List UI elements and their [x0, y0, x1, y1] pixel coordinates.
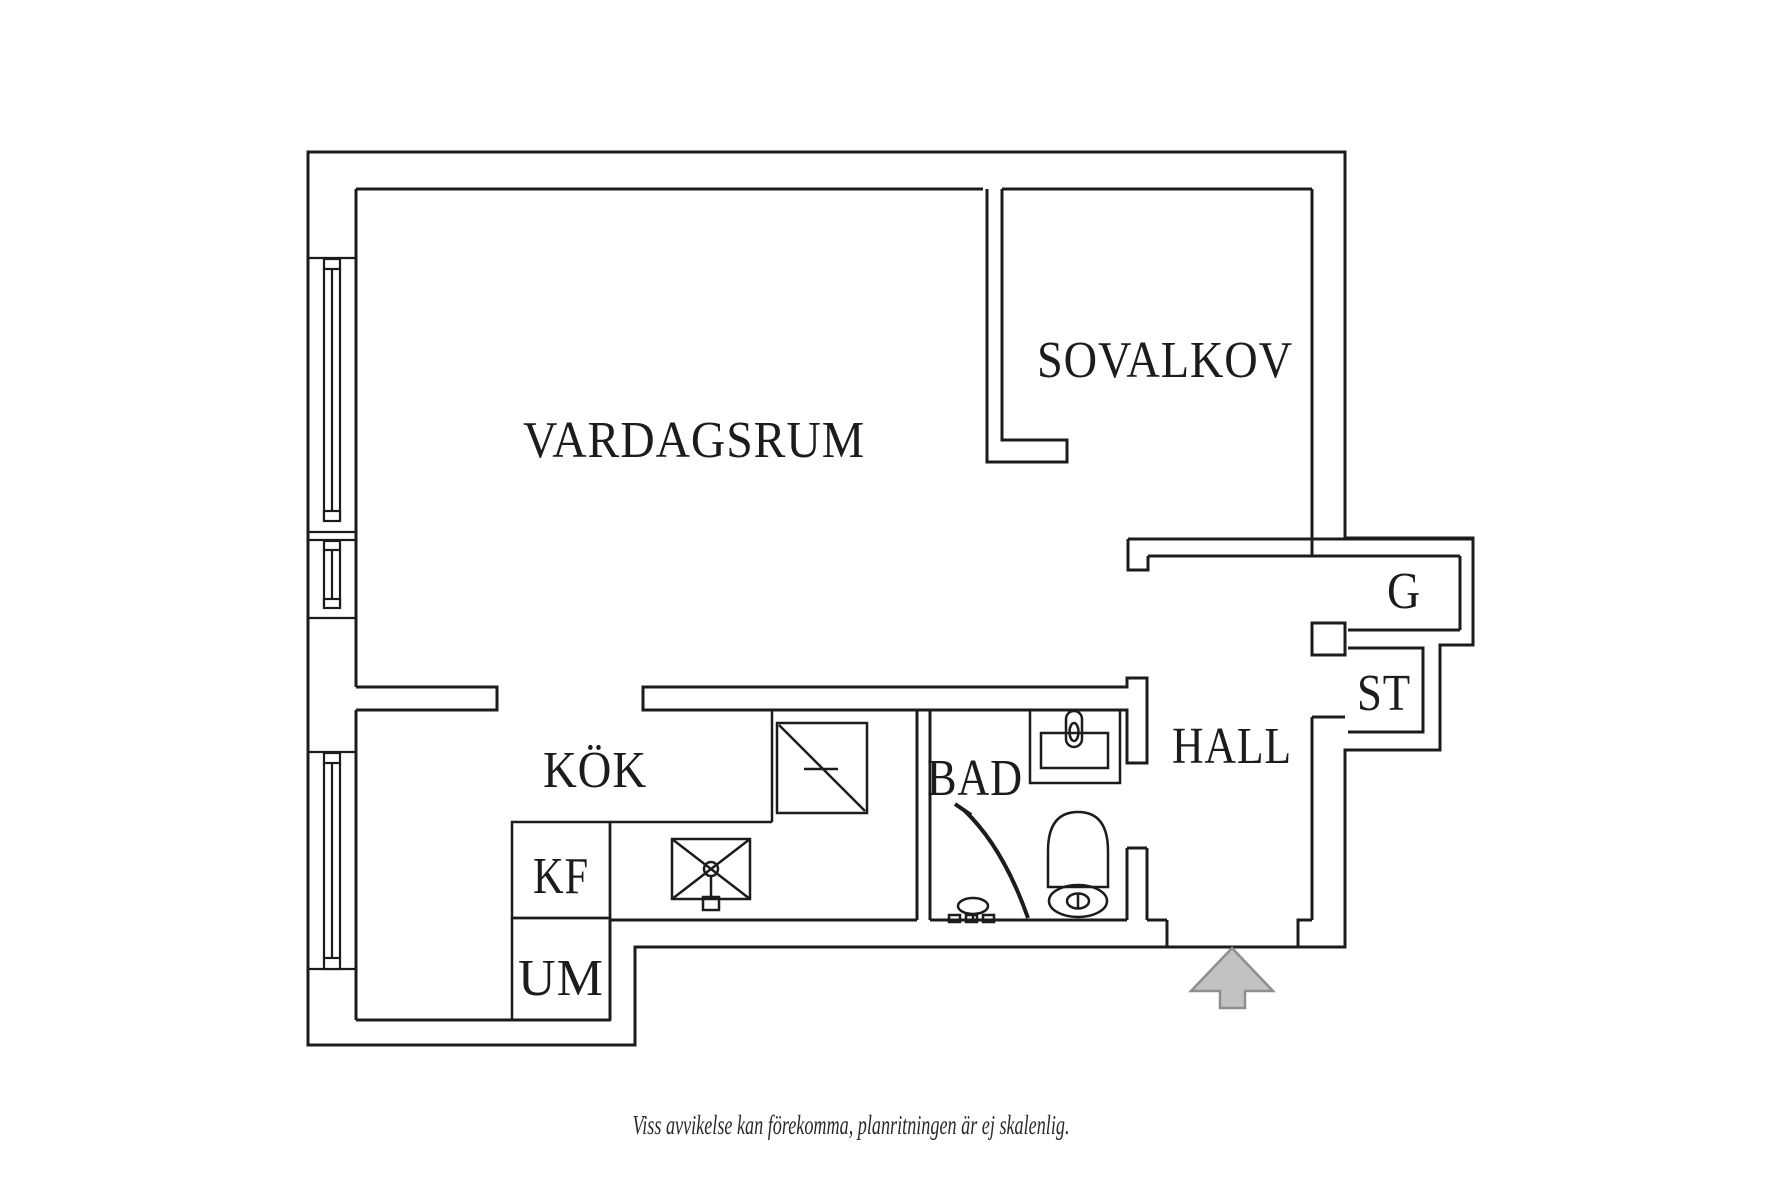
room-label-kf: KF	[533, 848, 589, 905]
room-label-hall: HALL	[1172, 718, 1292, 775]
door-jamb-block	[1310, 621, 1347, 657]
window-frame-lines	[308, 256, 356, 971]
room-label-st: ST	[1357, 665, 1411, 722]
room-label-kok: KÖK	[543, 742, 647, 799]
bathroom-fixtures	[947, 709, 1122, 924]
room-label-vardagsrum: VARDAGSRUM	[523, 412, 865, 469]
room-label-bad: BAD	[927, 750, 1023, 807]
shower-curtain-icon	[953, 802, 1030, 919]
kitchen-cabinet-icon	[775, 721, 869, 815]
outer-wall-outline	[306, 150, 1475, 1047]
windows	[308, 256, 356, 971]
inner-wall-lines	[354, 187, 1473, 1022]
room-label-sovalkov: SOVALKOV	[1037, 332, 1293, 389]
kitchen-fixtures	[510, 710, 869, 1022]
entrance-arrow-icon	[1188, 946, 1276, 1010]
floor-drain-icon	[947, 896, 996, 924]
disclaimer-text: Viss avvikelse kan förekomma, planritnin…	[633, 1110, 1070, 1140]
room-labels: VARDAGSRUM SOVALKOV KÖK BAD HALL G ST KF…	[518, 332, 1421, 1007]
room-label-um: UM	[518, 950, 604, 1007]
walls	[306, 150, 1475, 1047]
room-label-g: G	[1387, 563, 1421, 620]
window-sill-icon	[322, 257, 342, 971]
toilet-icon	[1046, 810, 1110, 919]
kitchen-sink-icon	[670, 837, 752, 912]
oven-micro-box	[510, 916, 612, 1022]
washbasin-icon	[1028, 709, 1122, 785]
